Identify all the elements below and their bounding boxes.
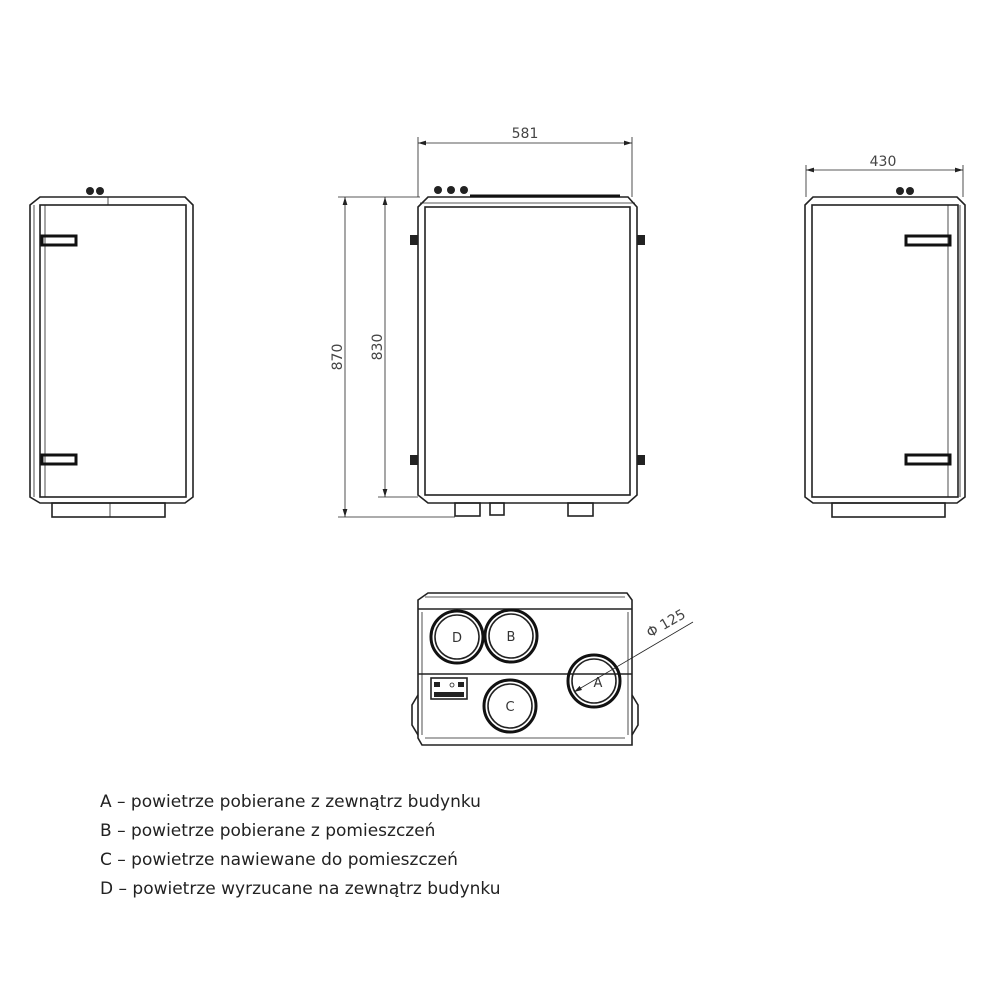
left-side-view xyxy=(29,187,194,518)
hinge-icon xyxy=(904,234,952,247)
svg-text:A: A xyxy=(594,676,603,691)
port-c: C xyxy=(482,678,538,734)
legend-item-d: D – powietrze wyrzucane na zewnątrz budy… xyxy=(100,879,501,899)
hinge-icon xyxy=(40,453,78,466)
svg-text:D: D xyxy=(452,631,462,646)
port-b: B xyxy=(483,608,539,664)
svg-text:C: C xyxy=(505,700,514,715)
control-panel xyxy=(430,677,468,700)
width-dimension: 581 xyxy=(512,126,539,142)
body-height-dimension: 830 xyxy=(370,334,386,361)
legend: A – powietrze pobierane z zewnątrz budyn… xyxy=(100,788,501,904)
total-height-dimension: 870 xyxy=(330,344,346,371)
front-view: 581 870 830 xyxy=(330,126,645,518)
hinge-icon xyxy=(904,453,952,466)
svg-text:B: B xyxy=(507,630,516,645)
legend-item-b: B – powietrze pobierane z pomieszczeń xyxy=(100,821,436,841)
right-side-view: 430 xyxy=(804,154,966,518)
depth-dimension: 430 xyxy=(870,154,897,170)
hinge-icon xyxy=(40,234,78,247)
legend-item-c: C – powietrze nawiewane do pomieszczeń xyxy=(100,850,458,870)
diameter-dimension: Φ 125 xyxy=(644,607,689,642)
bottom-view: D B C A Φ 125 xyxy=(411,592,694,746)
port-d: D xyxy=(429,609,485,665)
legend-item-a: A – powietrze pobierane z zewnątrz budyn… xyxy=(100,792,481,812)
port-a: A xyxy=(566,653,622,709)
